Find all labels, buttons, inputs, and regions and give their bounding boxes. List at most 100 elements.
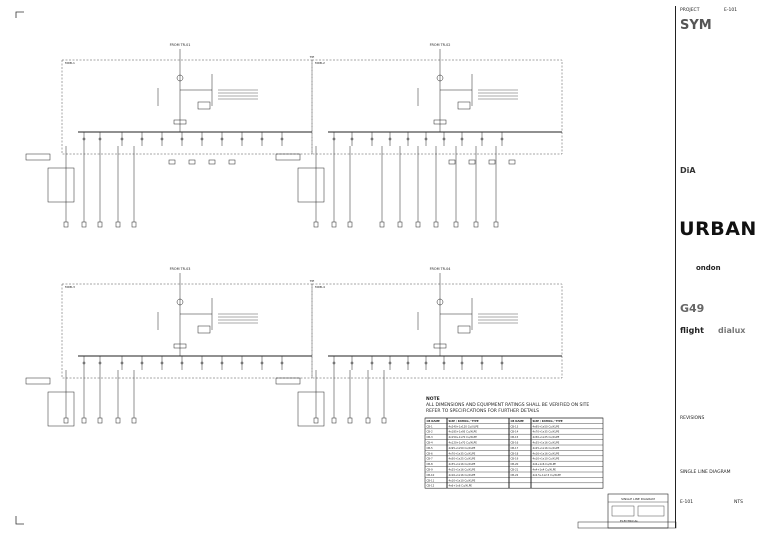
outgoing-breaker — [120, 137, 124, 141]
meter-box — [457, 101, 471, 110]
flight-logo: flight — [680, 326, 704, 335]
outgoing-breaker — [98, 137, 102, 141]
notes-line-2: REFER TO SPECIFICATIONS FOR FURTHER DETA… — [426, 409, 539, 414]
outgoing-breaker — [280, 137, 284, 141]
cable-end-box — [365, 417, 371, 424]
outgoing-breaker — [480, 361, 484, 365]
cable-end-box — [379, 221, 385, 228]
cable-end-box — [131, 221, 137, 228]
schedule-cell: CB-8 — [427, 462, 434, 466]
schedule-cell: 4x16+1x16 Cu/XLPE — [449, 473, 476, 477]
panel-enclosure — [61, 283, 313, 379]
cable-end-box — [397, 221, 403, 228]
load-symbol — [468, 159, 476, 165]
cable-end-box — [415, 221, 421, 228]
notes-line-1: ALL DIMENSIONS AND EQUIPMENT RATINGS SHA… — [426, 403, 590, 408]
schedule-cell: 4x4+1x4 Cu/XLPE — [533, 468, 557, 472]
outgoing-breaker — [140, 361, 144, 365]
schedule-cell: 4x50+1x25 Cu/XLPE — [533, 435, 560, 439]
schedule-cell: CB-7 — [427, 457, 434, 461]
schedule-cell: CB-14 — [511, 430, 519, 434]
cable-drops — [275, 146, 499, 228]
supply-label: FROM TR-01 — [170, 43, 191, 47]
drawing-scale: NTS — [734, 500, 743, 505]
outgoing-breaker — [260, 137, 264, 141]
schedule-header: CB NAME — [427, 419, 441, 423]
dia-logo: DiA — [680, 166, 696, 175]
cable-end-box — [331, 221, 337, 228]
load-symbol — [188, 159, 196, 165]
outgoing-breaker — [120, 361, 124, 365]
panel-tag: MDB-3 — [65, 285, 75, 289]
cable-end-box — [63, 417, 69, 424]
sub-panel-label — [25, 377, 51, 385]
load-symbol — [488, 159, 496, 165]
schedule-cell: CB-10 — [427, 473, 435, 477]
outgoing-breaker — [220, 361, 224, 365]
schedule-cell: 4x10+1x10 Cu/XLPE — [533, 457, 560, 461]
sub-panel-label — [275, 377, 301, 385]
schedule-cell: 4x70+1x35 Cu/XLPE — [533, 430, 560, 434]
meter-box — [197, 101, 211, 110]
sub-panel-box — [47, 167, 75, 203]
supply-label: FROM TR-03 — [170, 267, 191, 271]
outgoing-breaker — [388, 361, 392, 365]
panel-tag: MDB-4 — [315, 285, 325, 289]
cable-end-box — [347, 221, 353, 228]
cable-end-box — [453, 221, 459, 228]
sub-panel-label — [25, 153, 51, 161]
outgoing-breaker — [200, 137, 204, 141]
outgoing-breaker — [160, 361, 164, 365]
schedule-cell: CB-12 — [427, 484, 435, 488]
schedule-cell: CB-2 — [427, 430, 434, 434]
notes-block: NOTE ALL DIMENSIONS AND EQUIPMENT RATING… — [426, 397, 589, 415]
outgoing-breaker — [460, 137, 464, 141]
schedule-cell: 4x25+1x16 Cu/XLPE — [449, 468, 476, 472]
stamp-box — [611, 505, 635, 517]
schedule-cell: 4x70+1x35 Cu/XLPE — [449, 451, 476, 455]
schedule-cell: CB-4 — [427, 441, 434, 445]
cable-end-box — [97, 221, 103, 228]
title-block: PROJECT E-101 SYM DiA ondon G49 flight d… — [675, 6, 762, 528]
schedule-cell: CB-20 — [511, 462, 519, 466]
outgoing-breaker — [180, 361, 184, 365]
cable-drops — [275, 370, 387, 427]
schedule-cell: 4x185+1x95 Cu/XLPE — [449, 430, 478, 434]
outgoing-breaker — [388, 137, 392, 141]
outgoing-breaker — [200, 361, 204, 365]
outgoing-breaker — [406, 137, 410, 141]
outgoing-breaker — [280, 361, 284, 365]
drawing-number: E-101 — [680, 500, 694, 505]
supply-label: FROM TR-04 — [430, 267, 451, 271]
schedule-cell: 4x10+1x10 Cu/XLPE — [449, 478, 476, 482]
schedule-cell: 4x6+1x6 Cu/XLPE — [449, 484, 473, 488]
cable-end-box — [473, 221, 479, 228]
firm-logo: SYM — [680, 18, 712, 33]
outgoing-breaker — [500, 137, 504, 141]
drawing-title: SINGLE LINE DIAGRAM — [680, 470, 731, 475]
cable-end-box — [81, 221, 87, 228]
schedule-cell: 4x95+1x50 Cu/XLPE — [449, 446, 476, 450]
sub-panel-box — [47, 391, 75, 427]
outgoing-breaker — [370, 361, 374, 365]
supply-label: FROM TR-02 — [430, 43, 451, 47]
schedule-cell: 4x16+1x16 Cu/XLPE — [533, 451, 560, 455]
outgoing-breaker — [98, 361, 102, 365]
outgoing-breaker — [460, 361, 464, 365]
outgoing-breaker — [480, 137, 484, 141]
cable-drops — [25, 370, 137, 427]
meter-box — [457, 325, 471, 334]
cable-end-box — [63, 221, 69, 228]
outgoing-breaker — [332, 361, 336, 365]
schedule-header: CB NAME — [511, 419, 525, 423]
schedule-header: SIZE / RATING / TYPE — [449, 419, 479, 423]
outgoing-breaker — [240, 137, 244, 141]
schedule-cell: 4x2.5+1x2.5 Cu/XLPE — [533, 473, 562, 477]
meter-box — [197, 325, 211, 334]
schedule-cell: CB-3 — [427, 435, 434, 439]
